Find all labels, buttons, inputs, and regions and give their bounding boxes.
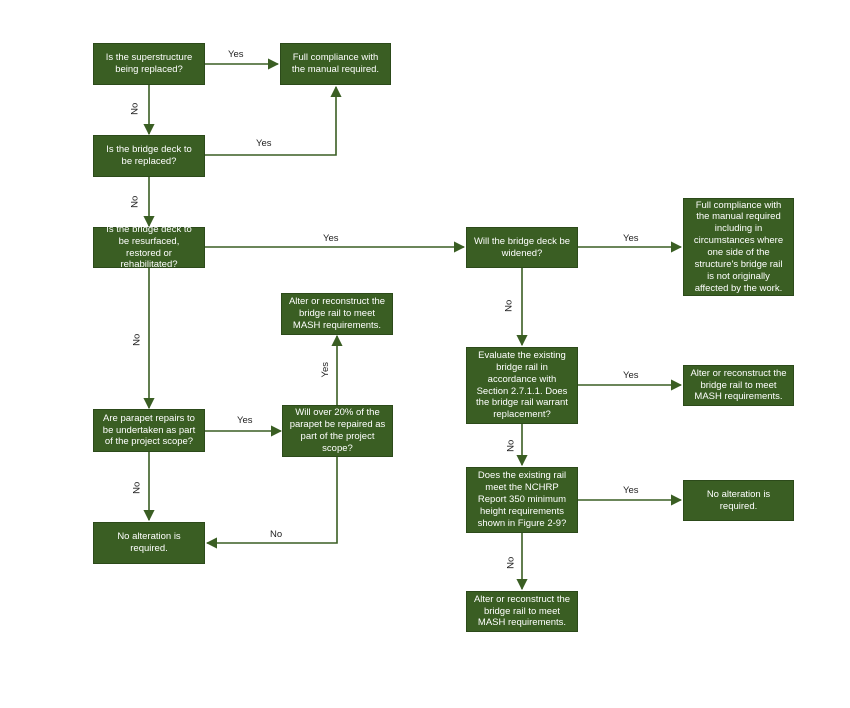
- node-alter-mash-bottom: Alter or reconstruct the bridge rail to …: [466, 591, 578, 632]
- edge-deck-replaced-yes: [205, 85, 342, 156]
- node-full-compliance: Full compliance with the manual required…: [280, 43, 391, 85]
- label-nchrp-no: No: [505, 556, 517, 569]
- label-parapet-no: No: [131, 481, 143, 494]
- label-deck-replaced-yes: Yes: [256, 138, 272, 149]
- label-superstructure-no: No: [129, 102, 141, 115]
- node-superstructure-question: Is the superstructure being replaced?: [93, 43, 205, 85]
- node-alter-mash-middle: Alter or reconstruct the bridge rail to …: [281, 293, 393, 335]
- label-widened-no: No: [503, 299, 515, 312]
- edge-over20-no: [205, 457, 338, 549]
- node-over-20-percent-question: Will over 20% of the parapet be repaired…: [282, 405, 393, 457]
- node-alter-mash-right: Alter or reconstruct the bridge rail to …: [683, 365, 794, 406]
- label-nchrp-yes: Yes: [623, 485, 639, 496]
- node-full-compliance-both-sides: Full compliance with the manual required…: [683, 198, 794, 296]
- label-resurfaced-yes: Yes: [323, 233, 339, 244]
- label-evaluate-yes: Yes: [623, 370, 639, 381]
- label-evaluate-no: No: [505, 439, 517, 452]
- label-over20-no: No: [270, 529, 283, 540]
- node-no-alteration-right: No alteration is required.: [683, 480, 794, 521]
- label-resurfaced-no: No: [131, 333, 143, 346]
- node-parapet-repairs-question: Are parapet repairs to be undertaken as …: [93, 409, 205, 452]
- node-nchrp-question: Does the existing rail meet the NCHRP Re…: [466, 467, 578, 533]
- label-widened-yes: Yes: [623, 233, 639, 244]
- node-deck-replaced-question: Is the bridge deck to be replaced?: [93, 135, 205, 177]
- node-deck-resurfaced-question: Is the bridge deck to be resurfaced, res…: [93, 224, 205, 270]
- label-superstructure-yes: Yes: [228, 49, 244, 60]
- node-no-alteration-left: No alteration is required.: [93, 522, 205, 564]
- label-parapet-yes: Yes: [237, 415, 253, 426]
- node-deck-widened-question: Will the bridge deck be widened?: [466, 227, 578, 268]
- label-over20-yes: Yes: [320, 362, 331, 378]
- node-evaluate-rail-question: Evaluate the existing bridge rail in acc…: [466, 347, 578, 424]
- label-deck-replaced-no: No: [129, 195, 141, 208]
